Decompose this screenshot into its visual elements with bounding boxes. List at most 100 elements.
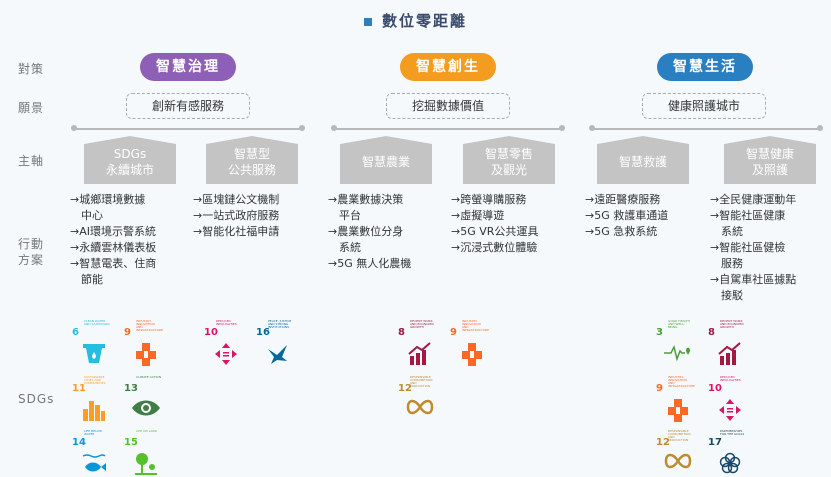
sdg-6-icon: 6CLEAN WATER AND SANITATION — [72, 320, 116, 364]
arrows-icon — [719, 399, 741, 421]
action-list-sustainable-city: →城鄉環境數據 中心 →AI環境示警系統 →永續雲林儀表板 →智慧電表、住商 節… — [70, 192, 188, 288]
sdg-label: SUSTAINABLE CITIES AND COMMUNITIES — [84, 375, 106, 385]
sdg-number: 8 — [708, 327, 715, 338]
sdg-number: 15 — [124, 437, 138, 448]
sdg-8-icon: 8 DECENT WORK AND ECONOMIC GROWTH — [708, 319, 752, 365]
action-item: →一站式政府服務 — [193, 209, 280, 222]
axis-label: 智慧救護 — [618, 155, 667, 169]
sdg-number: 9 — [124, 327, 131, 338]
sdg-10-icon: 10REDUCED INEQUALITIES — [204, 320, 248, 365]
action-item: →5G 無人化農機 — [328, 257, 412, 270]
diagram-title: 數位零距離 — [0, 10, 831, 31]
row-label-strategy: 對策 — [18, 62, 45, 76]
action-item: →農業數位分身 系統 — [328, 225, 404, 254]
axis-health-care: 智慧健康 及照護 — [724, 136, 816, 184]
strategy-living: 智慧生活 — [657, 53, 753, 81]
action-item: →區塊鏈公文機制 — [193, 193, 280, 206]
sdg-label: LIFE BELOW WATER — [84, 429, 102, 436]
city-icon — [83, 401, 105, 421]
bracket-dot — [559, 125, 565, 131]
bracket-dot — [589, 125, 595, 131]
sdg-number: 10 — [708, 383, 722, 394]
axis-agriculture: 智慧農業 — [340, 136, 432, 184]
action-item: →虛擬導遊 — [451, 209, 505, 222]
bracket-governance — [74, 128, 302, 138]
action-item: →AI環境示警系統 — [70, 225, 156, 238]
sdg-9-icon: 9 INDUSTRY, INNOVATION AND INFRASTRUCTURE — [656, 375, 700, 422]
sdg-13-icon: 13 CLIMATE ACTION — [124, 376, 168, 420]
vision-governance: 創新有感服務 — [126, 93, 250, 119]
axis-retail-tourism: 智慧零售 及觀光 — [463, 136, 555, 184]
sdg-number: 11 — [72, 383, 86, 394]
action-item: →5G 急救系統 — [585, 225, 658, 238]
action-item: →沉浸式數位體驗 — [451, 241, 538, 254]
sdg-label: GOOD HEALTH AND WELL-BEING — [668, 319, 690, 329]
action-item: →智能社區健檢 服務 — [710, 241, 786, 270]
sdg-number: 12 — [656, 437, 670, 448]
action-item: →5G VR公共運具 — [451, 225, 539, 238]
axis-emergency: 智慧救護 — [597, 136, 689, 184]
axis-label: SDGs 永續城市 — [105, 147, 154, 177]
flower-icon — [719, 452, 741, 474]
action-item: →自駕車社區據點 接駁 — [710, 273, 797, 302]
sdg-label: RESPONSIBLE CONSUMPTION AND PRODUCTION — [668, 429, 691, 442]
sdg-10-icon: 10REDUCED INEQUALITIES — [708, 375, 752, 421]
sdg-label: DECENT WORK AND ECONOMIC GROWTH — [720, 319, 745, 329]
sdg-9-icon: 9 INDUSTRY, INNOVATION AND INFRASTRUCTURE — [124, 319, 168, 366]
sdg-number: 9 — [656, 383, 663, 394]
sdg-label: INDUSTRY, INNOVATION AND INFRASTRUCTURE — [462, 319, 489, 332]
axis-public-service: 智慧型 公共服務 — [206, 136, 298, 184]
action-list-retail-tourism: →跨螢導購服務 →虛擬導遊 →5G VR公共運具 →沉浸式數位體驗 — [451, 192, 569, 256]
action-item: →智能化社福申請 — [193, 225, 280, 238]
sdg-label: INDUSTRY, INNOVATION AND INFRASTRUCTURE — [668, 375, 695, 388]
sdg-label: REDUCED INEQUALITIES — [720, 375, 741, 382]
sdg-number: 3 — [656, 327, 663, 338]
row-label-vision: 願景 — [18, 101, 45, 115]
action-list-public-service: →區塊鏈公文機制 →一站式政府服務 →智能化社福申請 — [193, 192, 311, 240]
water-drop-icon — [83, 344, 105, 363]
sdg-label: LIFE ON LAND — [136, 429, 158, 433]
sdg-number: 16 — [256, 327, 270, 338]
action-item: →農業數據決策 平台 — [328, 193, 404, 222]
bracket-creation — [334, 128, 562, 138]
sdg-label: PARTNERSHIPS FOR THE GOALS — [720, 429, 745, 436]
sdg-label: RESPONSIBLE CONSUMPTION AND PRODUCTION — [410, 375, 433, 388]
infinity-icon — [406, 399, 434, 415]
cubes-icon — [136, 343, 156, 366]
tree-icon — [135, 453, 157, 475]
sdg-label: CLIMATE ACTION — [136, 375, 162, 379]
growth-chart-icon — [718, 342, 741, 365]
sdg-label: CLEAN WATER AND SANITATION — [84, 319, 110, 326]
cubes-icon — [668, 399, 688, 422]
sdg-8-icon: 8DECENT WORK AND ECONOMIC GROWTH — [398, 319, 442, 365]
bracket-living — [592, 128, 820, 138]
title-square-icon — [363, 17, 372, 26]
action-item: →智能社區健康 系統 — [710, 209, 786, 238]
fish-icon — [82, 454, 106, 472]
bracket-dot — [299, 125, 305, 131]
action-item: →永續雲林儀表板 — [70, 241, 157, 254]
sdg-number: 12 — [398, 383, 412, 394]
sdg-number: 10 — [204, 327, 218, 338]
action-list-emergency: →遠距醫療服務 →5G 救護車通道 →5G 急救系統 — [585, 192, 703, 240]
heartbeat-icon — [664, 344, 690, 362]
action-item: →城鄉環境數據 中心 — [70, 193, 146, 222]
sdg-12-icon: 12RESPONSIBLE CONSUMPTION AND PRODUCTION — [656, 430, 700, 474]
sdg-11-icon: 11SUSTAINABLE CITIES AND COMMUNITIES — [72, 375, 116, 421]
axis-sustainable-city: SDGs 永續城市 — [84, 136, 176, 184]
sdg-number: 9 — [450, 327, 457, 338]
row-label-axis: 主軸 — [18, 154, 45, 168]
infinity-icon — [664, 453, 692, 469]
sdg-label: INDUSTRY, INNOVATION AND INFRASTRUCTURE — [136, 319, 163, 332]
sdg-number: 13 — [124, 383, 138, 394]
sdg-16-icon: 16PEACE, JUSTICE AND STRONG INSTITUTIONS — [256, 320, 300, 364]
sdg-number: 14 — [72, 437, 86, 448]
bracket-dot — [71, 125, 77, 131]
sdg-label: DECENT WORK AND ECONOMIC GROWTH — [410, 319, 435, 329]
axis-label: 智慧農業 — [361, 155, 410, 169]
strategy-creation: 智慧創生 — [400, 53, 496, 81]
sdg-12-icon: 12RESPONSIBLE CONSUMPTION AND PRODUCTION — [398, 376, 442, 420]
sdg-9-icon: 9 INDUSTRY, INNOVATION AND INFRASTRUCTURE — [450, 319, 494, 366]
arrows-icon — [215, 343, 237, 365]
sdg-15-icon: 15 LIFE ON LAND — [124, 429, 168, 475]
